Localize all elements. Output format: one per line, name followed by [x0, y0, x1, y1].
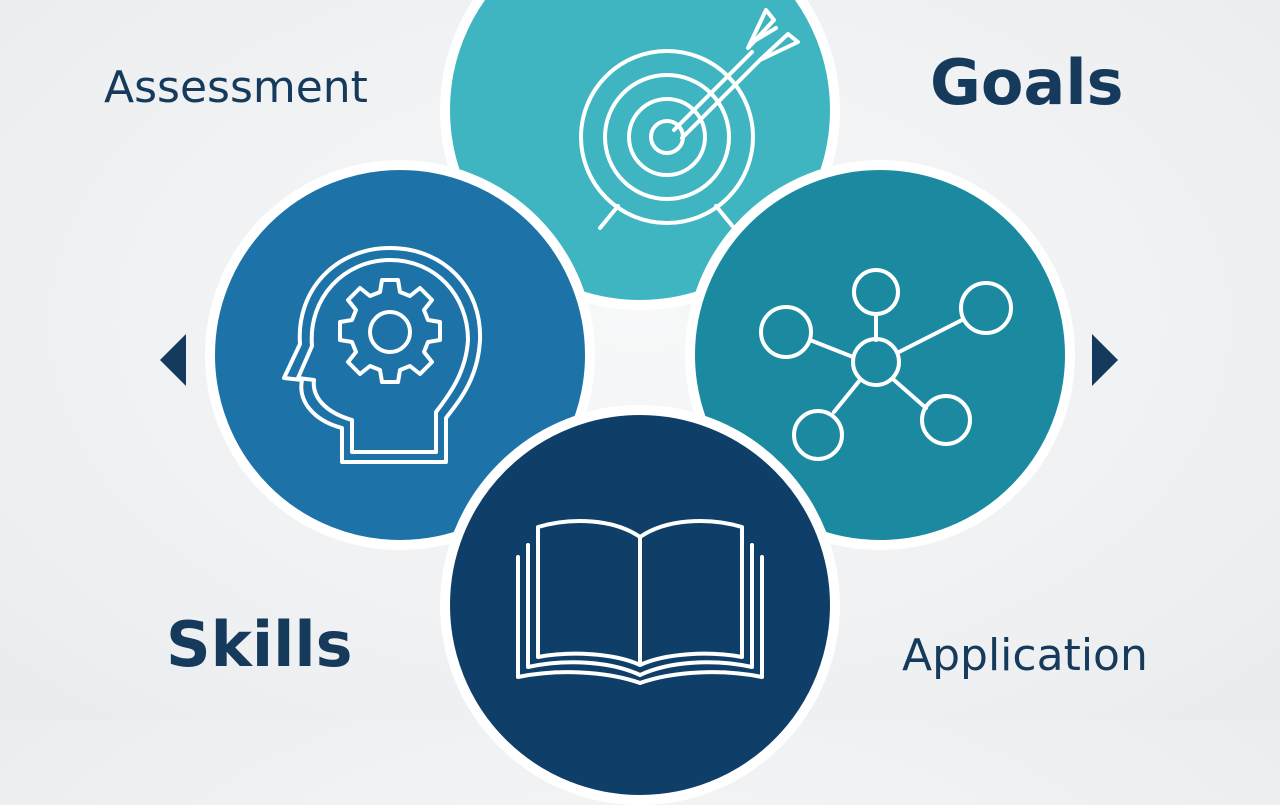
chevron-left-icon[interactable]	[160, 334, 188, 386]
network-nodes-icon	[759, 268, 1013, 461]
target-arrow-icon	[579, 8, 800, 230]
application-label: Application	[902, 630, 1148, 681]
assessment-label: Assessment	[104, 62, 368, 113]
head-gear-icon	[282, 246, 483, 464]
diagram-canvas: Assessment Goals Skills Application	[104, 0, 1148, 805]
skills-label: Skills	[166, 608, 353, 681]
goals-label: Goals	[930, 46, 1124, 119]
open-book-icon	[516, 519, 764, 685]
chevron-right-icon[interactable]	[1090, 334, 1118, 386]
